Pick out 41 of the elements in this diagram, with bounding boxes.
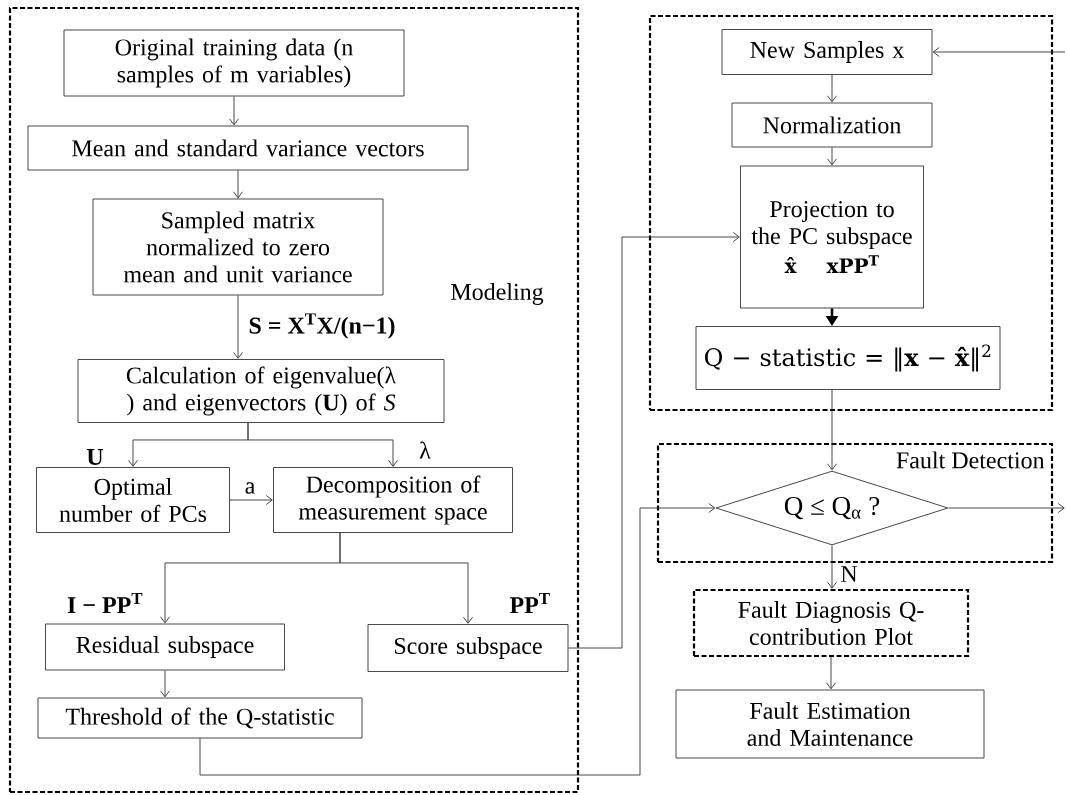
process-box: Projection to the PC subspace x̂ xPP$^{T}$ xyxy=(740,165,924,309)
arrow xyxy=(339,532,473,624)
arrow xyxy=(568,232,740,649)
process-box: Residual subspace xyxy=(45,623,285,671)
process-box: Mean and standard variance vectors xyxy=(27,125,469,171)
process-box: Fault Diagnosis Q-contribution Plot xyxy=(692,588,970,658)
arrow xyxy=(199,503,716,776)
panel-heading: Modeling xyxy=(451,283,544,305)
arrow xyxy=(948,503,1065,513)
formula-box: Q − statistic = ‖x − x̂‖$^{2}$ xyxy=(695,326,1001,390)
arrow xyxy=(932,47,1066,57)
edge-label: N xyxy=(838,564,860,584)
arrow xyxy=(827,74,837,103)
edge-label: a xyxy=(243,480,257,496)
process-box: Normalization xyxy=(731,102,933,148)
arrow xyxy=(160,670,170,698)
process-box: Fault Estimation and Maintenance xyxy=(675,689,985,759)
arrow xyxy=(827,147,837,166)
panel-heading: Fault Detection xyxy=(896,451,1045,469)
process-box: Threshold of the Q-statistic xyxy=(37,697,363,739)
arrow xyxy=(229,495,273,505)
process-box: Original training data (n samples of m variables) xyxy=(63,29,405,97)
arrow xyxy=(229,96,239,126)
arrow xyxy=(827,545,837,589)
arrow xyxy=(233,170,243,199)
arrow xyxy=(827,389,837,471)
edge-label: λ xyxy=(417,440,433,460)
process-box: New Samples x xyxy=(721,29,933,75)
arrow xyxy=(233,295,243,359)
process-box: Decomposition of measurement space xyxy=(273,467,513,533)
edge-label: I − PP$^{T}$ xyxy=(65,591,145,615)
edge-label: U xyxy=(84,447,106,467)
arrow xyxy=(826,656,836,690)
process-box: Optimal number of PCs xyxy=(36,467,230,533)
process-box: Score subspace xyxy=(367,624,569,672)
edge-label: PP$^{T}$ xyxy=(508,591,552,615)
edge-label: S = X$^{T}$X/(n−1) xyxy=(246,311,398,341)
arrow xyxy=(247,422,398,467)
dashed-panel xyxy=(648,14,1054,412)
process-box: Sampled matrix normalized to zero mean and unit variance xyxy=(92,198,384,296)
process-box: Calculation of eigenvalue(λ ) and eigenvectors (U) of S xyxy=(77,359,445,423)
